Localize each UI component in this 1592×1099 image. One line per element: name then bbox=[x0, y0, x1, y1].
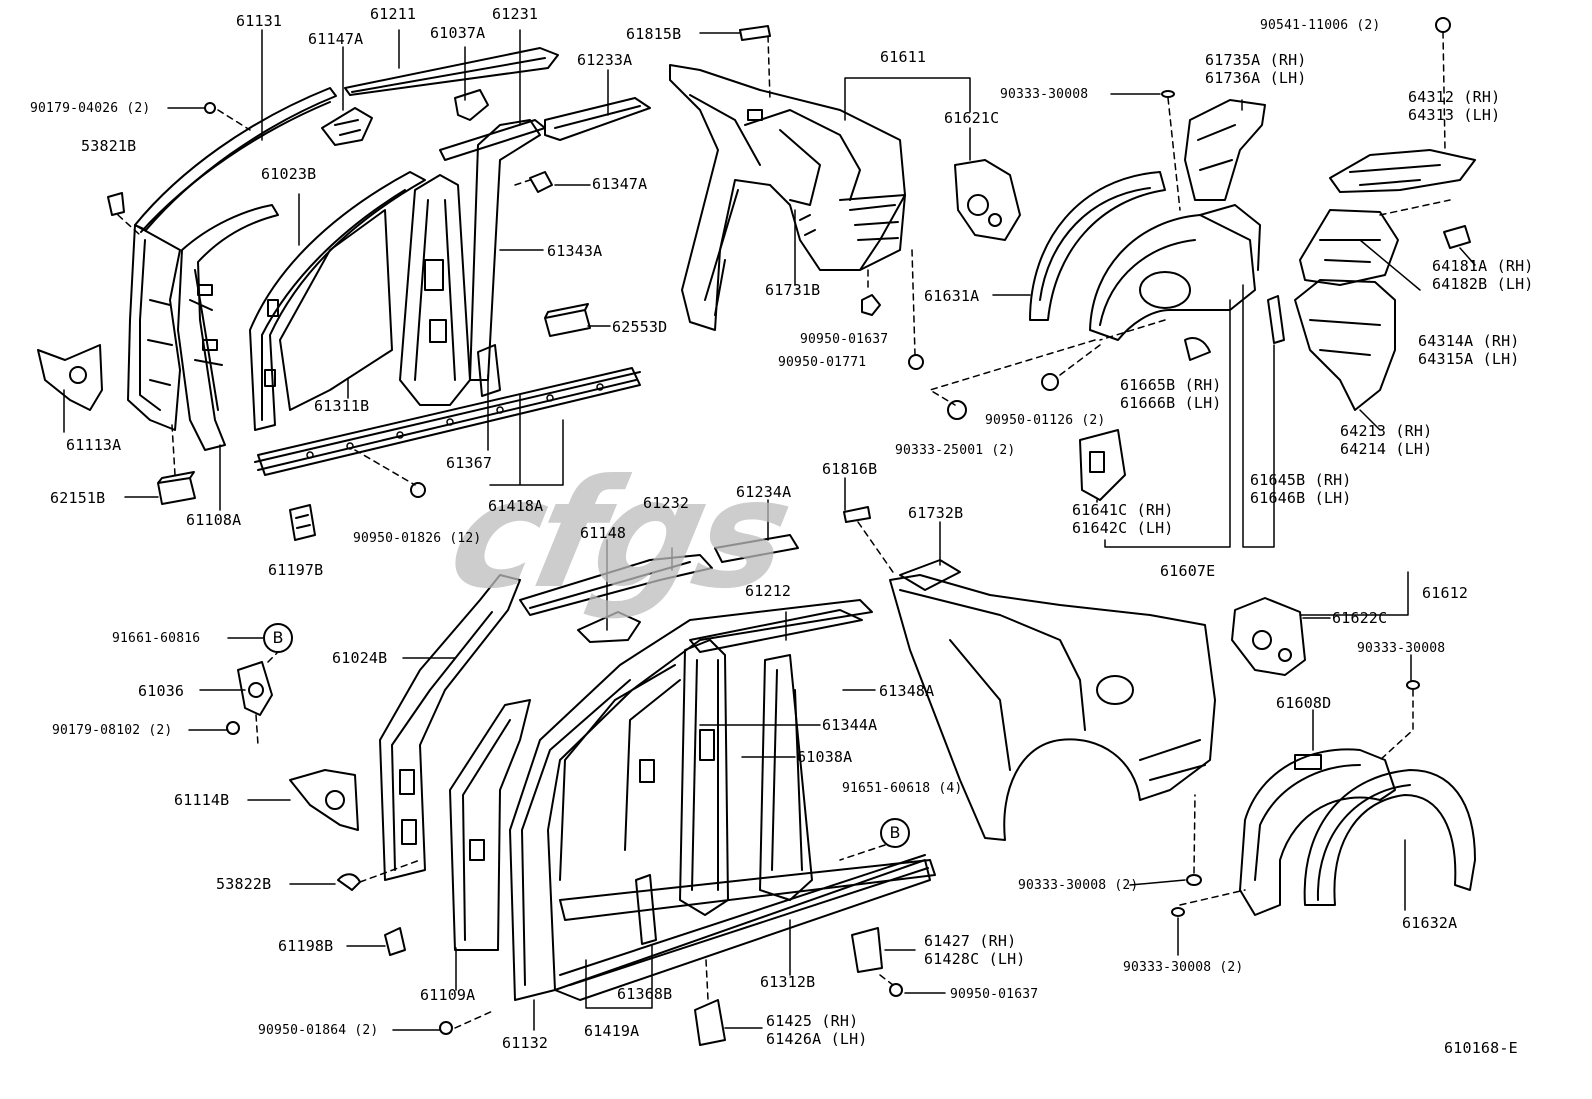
part-label: 61427 (RH) bbox=[924, 932, 1017, 950]
part-label: 90950-01126 (2) bbox=[985, 413, 1106, 428]
part-label: 61731B bbox=[765, 281, 821, 299]
part-label: 90333-25001 (2) bbox=[895, 443, 1016, 458]
part-label: 61622C bbox=[1332, 609, 1388, 627]
part-label: 61612 bbox=[1422, 584, 1469, 602]
part-label: 61148 bbox=[580, 524, 627, 542]
diagram-code: 610168-E bbox=[1444, 1039, 1518, 1057]
part-label: 61211 bbox=[370, 5, 417, 23]
part-label: 61665B (RH) bbox=[1120, 376, 1222, 394]
part-label: 61132 bbox=[502, 1034, 549, 1052]
part-label: 61732B bbox=[908, 504, 964, 522]
part-label: 90950-01826 (12) bbox=[353, 531, 482, 546]
part-label: 53822B bbox=[216, 875, 272, 893]
part-label: 61426A (LH) bbox=[766, 1030, 868, 1048]
part-label: 90179-04026 (2) bbox=[30, 101, 151, 116]
lower-right-quarter-outer-drawing bbox=[843, 506, 1476, 917]
part-label: 61666B (LH) bbox=[1120, 394, 1222, 412]
part-label: 64182B (LH) bbox=[1432, 275, 1534, 293]
part-label: 61368B bbox=[617, 985, 673, 1003]
part-label: 90950-01864 (2) bbox=[258, 1023, 379, 1038]
part-label: 90950-01637 bbox=[800, 332, 889, 347]
part-label: 61197B bbox=[268, 561, 324, 579]
part-label: 62553D bbox=[612, 318, 668, 336]
part-label: 90333-30008 (2) bbox=[1123, 960, 1244, 975]
part-label: 53821B bbox=[81, 137, 137, 155]
part-label: 64213 (RH) bbox=[1340, 422, 1433, 440]
callout-b-marker: B bbox=[263, 623, 293, 653]
part-label: 61311B bbox=[314, 397, 370, 415]
part-label: 61348A bbox=[879, 682, 935, 700]
upper-middle-quarter-inner-drawing bbox=[669, 25, 1021, 370]
part-label: 64214 (LH) bbox=[1340, 440, 1433, 458]
part-label: 61367 bbox=[446, 454, 493, 472]
part-label: 64313 (LH) bbox=[1408, 106, 1501, 124]
part-label: 61632A bbox=[1402, 914, 1458, 932]
part-label: 61419A bbox=[584, 1022, 640, 1040]
part-label: 61343A bbox=[547, 242, 603, 260]
leader-lines bbox=[63, 29, 1476, 1031]
part-label: 61736A (LH) bbox=[1205, 69, 1307, 87]
part-label: 64315A (LH) bbox=[1418, 350, 1520, 368]
part-label: 61607E bbox=[1160, 562, 1216, 580]
part-label: 90333-30008 bbox=[1000, 87, 1089, 102]
part-label: 61024B bbox=[332, 649, 388, 667]
part-label: 61646B (LH) bbox=[1250, 489, 1352, 507]
part-label: 61147A bbox=[308, 30, 364, 48]
part-label: 61347A bbox=[592, 175, 648, 193]
part-label: 61198B bbox=[278, 937, 334, 955]
part-label: 61234A bbox=[736, 483, 792, 501]
part-label: 61735A (RH) bbox=[1205, 51, 1307, 69]
part-label: 61232 bbox=[643, 494, 690, 512]
part-label: 61428C (LH) bbox=[924, 950, 1026, 968]
part-label: 61621C bbox=[944, 109, 1000, 127]
part-label: 61425 (RH) bbox=[766, 1012, 859, 1030]
part-label: 61038A bbox=[797, 748, 853, 766]
part-label: 62151B bbox=[50, 489, 106, 507]
upper-left-side-frame-drawing bbox=[37, 47, 651, 541]
part-label: 64312 (RH) bbox=[1408, 88, 1501, 106]
part-label: 90541-11006 (2) bbox=[1260, 18, 1381, 33]
callout-b-marker: B bbox=[880, 818, 910, 848]
part-label: 61037A bbox=[430, 24, 486, 42]
part-label: 61231 bbox=[492, 5, 539, 23]
part-label: 61108A bbox=[186, 511, 242, 529]
part-label: 61344A bbox=[822, 716, 878, 734]
part-label: 64314A (RH) bbox=[1418, 332, 1520, 350]
part-label: 61312B bbox=[760, 973, 816, 991]
part-label: 61036 bbox=[138, 682, 185, 700]
part-label: 61113A bbox=[66, 436, 122, 454]
part-label: 61645B (RH) bbox=[1250, 471, 1352, 489]
part-label: 61816B bbox=[822, 460, 878, 478]
part-label: 61212 bbox=[745, 582, 792, 600]
part-label: 64181A (RH) bbox=[1432, 257, 1534, 275]
part-label: 61109A bbox=[420, 986, 476, 1004]
part-label: 61023B bbox=[261, 165, 317, 183]
part-label: 90950-01771 bbox=[778, 355, 867, 370]
part-label: 90333-30008 (2) bbox=[1018, 878, 1139, 893]
part-label: 61642C (LH) bbox=[1072, 519, 1174, 537]
part-label: 61608D bbox=[1276, 694, 1332, 712]
part-label: 61114B bbox=[174, 791, 230, 809]
part-label: 61418A bbox=[488, 497, 544, 515]
part-label: 90333-30008 bbox=[1357, 641, 1446, 656]
part-label: 90950-01637 bbox=[950, 987, 1039, 1002]
part-label: 61641C (RH) bbox=[1072, 501, 1174, 519]
part-label: 91661-60816 bbox=[112, 631, 201, 646]
part-label: 61631A bbox=[924, 287, 980, 305]
part-label: 61131 bbox=[236, 12, 283, 30]
part-label: 91651-60618 (4) bbox=[842, 781, 963, 796]
part-label: 61233A bbox=[577, 51, 633, 69]
part-label: 61611 bbox=[880, 48, 927, 66]
part-label: 90179-08102 (2) bbox=[52, 723, 173, 738]
lower-left-side-outer-drawing bbox=[226, 534, 936, 1046]
upper-right-wheelhouse-drawing bbox=[929, 17, 1476, 501]
part-label: 61815B bbox=[626, 25, 682, 43]
